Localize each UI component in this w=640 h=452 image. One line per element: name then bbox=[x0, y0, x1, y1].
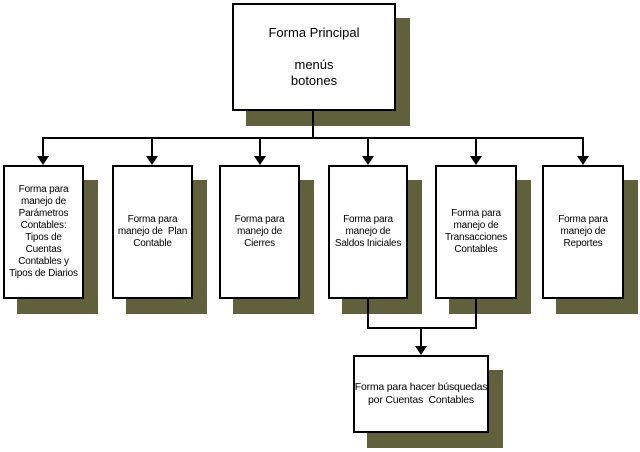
node-plan-contable: Forma para manejo de Plan Contable bbox=[112, 165, 193, 299]
node-parametros-contables: Forma para manejo de Parámetros Contable… bbox=[3, 165, 84, 299]
drop-line-3 bbox=[259, 139, 261, 156]
bus-line bbox=[42, 137, 584, 139]
drop-line-2 bbox=[151, 139, 153, 156]
arrow-down-icon-5 bbox=[470, 156, 482, 165]
transacciones-down-line bbox=[475, 299, 477, 329]
arrow-down-icon-4 bbox=[362, 156, 374, 165]
node-forma-principal-label: Forma Principal menús botones bbox=[268, 25, 360, 88]
node-transacciones-contables-label: Forma para manejo de Transacciones Conta… bbox=[444, 208, 508, 255]
drop-line-1 bbox=[42, 139, 44, 156]
arrow-down-icon-2 bbox=[146, 156, 158, 165]
drop-line-5 bbox=[475, 139, 477, 156]
node-reportes-label: Forma para manejo de Reportes bbox=[558, 214, 608, 249]
arrow-down-icon-1 bbox=[37, 156, 49, 165]
node-busquedas-cuentas-label: Forma para hacer búsquedas por Cuentas C… bbox=[354, 381, 488, 406]
node-plan-contable-label: Forma para manejo de Plan Contable bbox=[117, 214, 188, 249]
node-saldos-iniciales: Forma para manejo de Saldos Iniciales bbox=[328, 165, 408, 299]
node-cierres: Forma para manejo de Cierres bbox=[219, 165, 300, 299]
saldos-down-line bbox=[367, 299, 369, 329]
merge-line bbox=[367, 327, 477, 329]
drop-line-4 bbox=[367, 139, 369, 156]
node-busquedas-cuentas: Forma para hacer búsquedas por Cuentas C… bbox=[353, 355, 489, 433]
node-transacciones-contables: Forma para manejo de Transacciones Conta… bbox=[435, 165, 517, 299]
node-reportes: Forma para manejo de Reportes bbox=[542, 165, 624, 299]
arrow-down-icon-7 bbox=[415, 346, 427, 355]
arrow-down-icon-3 bbox=[254, 156, 266, 165]
drop-line-6 bbox=[582, 139, 584, 156]
node-forma-principal: Forma Principal menús botones bbox=[232, 3, 396, 111]
node-saldos-iniciales-label: Forma para manejo de Saldos Iniciales bbox=[334, 214, 402, 249]
arrow-down-icon-6 bbox=[577, 156, 589, 165]
root-stem-line bbox=[312, 111, 314, 139]
node-cierres-label: Forma para manejo de Cierres bbox=[234, 214, 285, 249]
node-parametros-contables-label: Forma para manejo de Parámetros Contable… bbox=[9, 184, 78, 279]
search-stem-line bbox=[420, 329, 422, 346]
